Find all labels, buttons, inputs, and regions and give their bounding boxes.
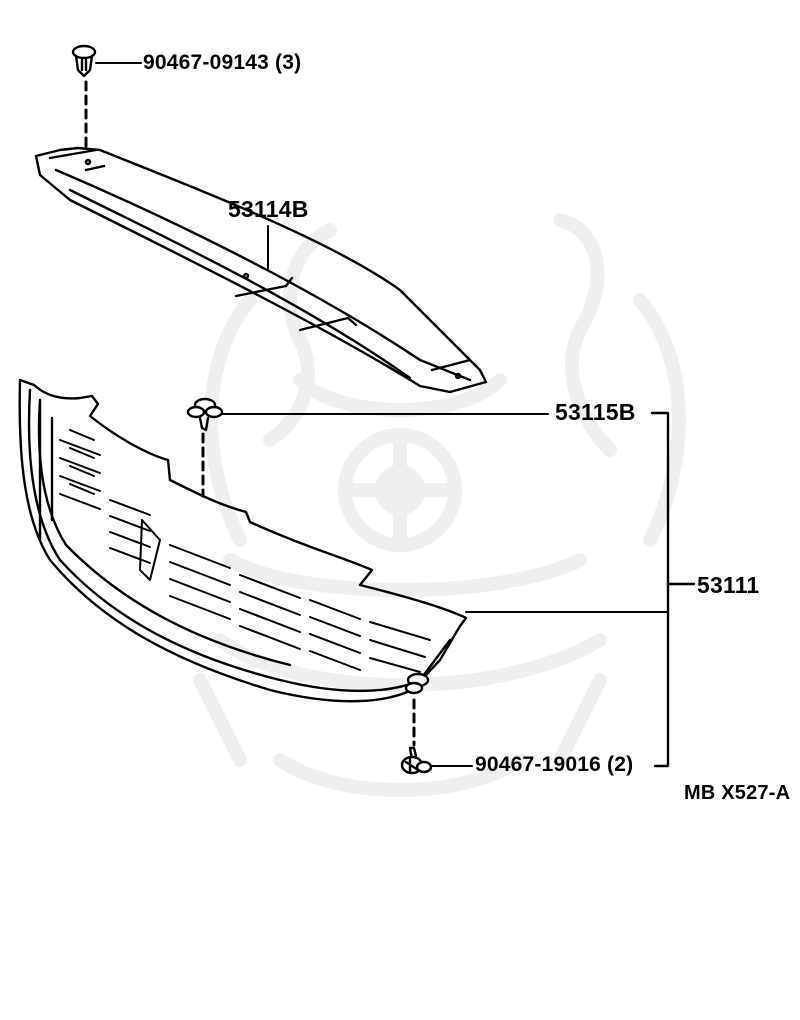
figure-code: MB X527-A (684, 782, 791, 804)
callout-53111: 53111 (697, 572, 760, 598)
assembly-bracket (650, 411, 696, 768)
grille-seal-drawing (34, 146, 488, 394)
clip-top-icon (71, 44, 97, 78)
callout-90467-19016: 90467-19016 (2) (475, 753, 634, 776)
retainer-icon (186, 397, 224, 432)
callout-53115b: 53115B (555, 399, 636, 425)
callout-90467-09143: 90467-09143 (3) (143, 51, 302, 74)
grille-slats (59, 429, 431, 673)
callout-53114b: 53114B (228, 196, 309, 222)
grille-drawing (18, 378, 468, 703)
clip-bottom-icon (400, 746, 433, 775)
lower-mount-icon (404, 672, 430, 695)
